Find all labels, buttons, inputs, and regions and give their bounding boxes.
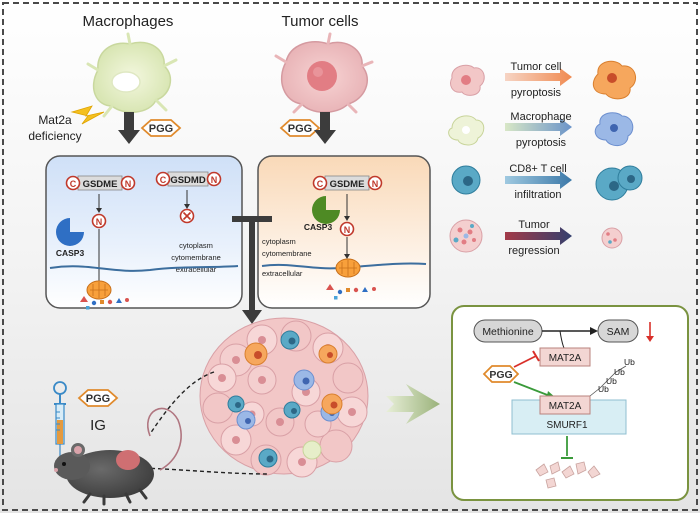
big-arrow-right [386, 384, 440, 424]
svg-text:N: N [344, 225, 351, 235]
gsdmd-protein-mac: C GSDMD N [155, 171, 222, 187]
gasdermin-pore-tumor [335, 258, 361, 278]
svg-text:Ub: Ub [598, 384, 609, 394]
svg-text:PGG: PGG [489, 369, 512, 381]
svg-text:N: N [125, 179, 132, 189]
tumor-cells-title: Tumor cells [282, 13, 359, 30]
activation-line-green [513, 381, 551, 397]
pgg-badge-mechanism: PGG [482, 365, 520, 383]
extracellular-label-tumor: extracellular [262, 269, 303, 278]
gsdme-protein-mac: C GSDME N [65, 175, 136, 191]
tumor-tissue-cluster [199, 317, 369, 478]
mat2a-deficiency-line2: deficiency [28, 129, 81, 143]
svg-text:GSDME: GSDME [83, 179, 118, 190]
released-particles-tumor [326, 284, 376, 300]
svg-text:PGG: PGG [149, 123, 173, 135]
methionine-node: Methionine [473, 319, 543, 343]
macrophage-panel [45, 155, 243, 309]
svg-text:SAM: SAM [607, 326, 630, 338]
svg-text:N: N [96, 217, 103, 227]
svg-text:Methionine: Methionine [482, 326, 534, 338]
svg-text:CD8+ T cell: CD8+ T cell [509, 163, 566, 175]
cytomembrane-label-tumor: cytomembrane [262, 249, 312, 258]
mat2a-deficiency-line1: Mat2a [38, 113, 72, 127]
blocked-x-icon [179, 208, 195, 224]
mouse-icon [54, 407, 182, 506]
inhibition-line-red [513, 355, 537, 368]
gasdermin-pore-mac [86, 280, 112, 300]
ig-label: IG [90, 417, 106, 434]
casp3-blue-icon [56, 218, 84, 246]
svg-text:C: C [70, 179, 77, 189]
pgg-badge-macrophage: PGG [140, 119, 182, 137]
inhibition-tbar [232, 216, 272, 324]
svg-text:pyroptosis: pyroptosis [516, 137, 567, 149]
svg-text:C: C [317, 179, 324, 189]
svg-text:Ub: Ub [606, 376, 617, 386]
svg-text:N: N [211, 175, 218, 185]
syringe-icon [53, 381, 67, 456]
mat2a-bottom-box: MAT2A [539, 395, 591, 415]
svg-text:Ub: Ub [624, 357, 635, 367]
sam-node: SAM [597, 319, 639, 343]
n-fragment-tumor [339, 221, 355, 237]
svg-text:Macrophage: Macrophage [510, 111, 571, 123]
extracellular-label-mac: extracellular [176, 265, 217, 274]
casp3-green-icon [312, 196, 340, 224]
dashed-link-lower [143, 467, 269, 475]
svg-text:PGG: PGG [288, 123, 312, 135]
legend-item-cd8-infiltration: CD8+ T cell infiltration [451, 163, 643, 201]
legend-item-tumor-regression: Tumor regression [449, 219, 623, 257]
legend: Tumor cell pyroptosis Macrophage pyropto… [448, 60, 643, 257]
pgg-badge-mouse: PGG [77, 389, 119, 407]
smurf1-label: SMURF1 [546, 420, 588, 431]
cytomembrane-label-mac: cytomembrane [171, 253, 221, 262]
svg-text:MAT2A: MAT2A [549, 401, 582, 412]
svg-text:PGG: PGG [86, 393, 110, 405]
svg-text:GSDME: GSDME [330, 179, 365, 190]
membrane-mac [49, 265, 239, 272]
svg-text:Tumor: Tumor [518, 219, 550, 231]
svg-text:pyroptosis: pyroptosis [511, 87, 562, 99]
svg-text:C: C [160, 175, 167, 185]
arrow-down-tumor [314, 112, 336, 144]
pgg-badge-tumor: PGG [279, 119, 321, 137]
casp3-label-mac: CASP3 [56, 248, 85, 258]
svg-text:GSDMD: GSDMD [170, 175, 206, 186]
svg-text:Ub: Ub [614, 367, 625, 377]
tumor-cell [274, 32, 374, 114]
sam-down-arrow-icon [646, 322, 654, 342]
arrow-down-macrophage [118, 112, 140, 144]
dashed-link-upper [149, 371, 215, 435]
legend-item-macrophage-pyroptosis: Macrophage pyroptosis [448, 111, 634, 149]
macrophage-cell [86, 32, 178, 118]
released-particles-mac [80, 296, 129, 310]
macrophages-title: Macrophages [83, 13, 174, 30]
lightning-icon [70, 105, 105, 125]
svg-text:N: N [372, 179, 379, 189]
degraded-fragments [535, 461, 601, 489]
svg-text:infiltration: infiltration [514, 189, 561, 201]
svg-text:regression: regression [508, 245, 559, 257]
legend-item-tumor-pyroptosis: Tumor cell pyroptosis [449, 60, 637, 100]
casp3-label-tumor: CASP3 [304, 222, 333, 232]
cytoplasm-label-mac: cytoplasm [179, 241, 213, 250]
ubiquitin-chain: Ub Ub Ub Ub [589, 357, 635, 397]
n-fragment-mac [91, 213, 107, 229]
mat2a-top-box: MAT2A [539, 347, 591, 367]
gsdme-protein-tumor: C GSDME N [312, 175, 383, 191]
cytoplasm-label-tumor: cytoplasm [262, 237, 296, 246]
svg-text:MAT2A: MAT2A [549, 353, 582, 364]
svg-text:Tumor cell: Tumor cell [511, 61, 562, 73]
